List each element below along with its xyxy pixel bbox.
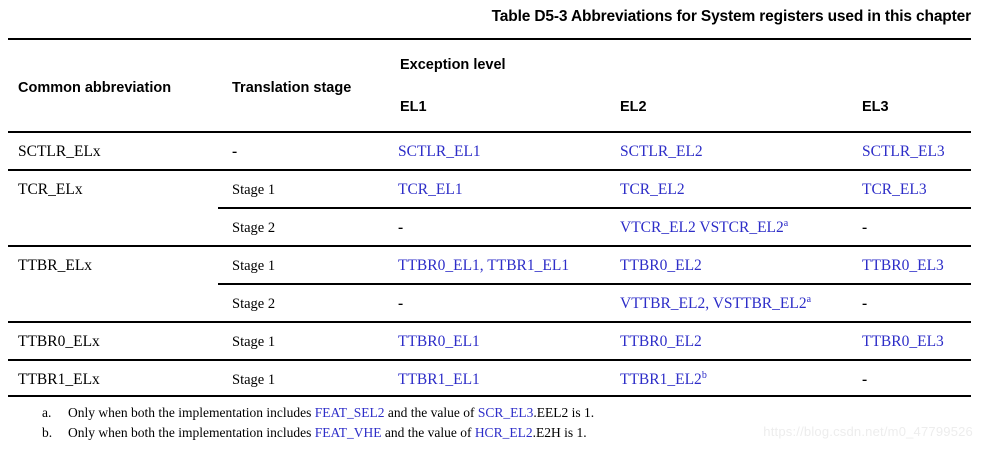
footnote-item: b. Only when both the implementation inc… <box>42 423 942 443</box>
table-row-stage: Stage 1 <box>232 334 276 350</box>
table-row-abbreviation: TTBR0_ELx <box>18 333 100 350</box>
footnote-marker: a. <box>42 405 52 420</box>
table-row-stage: Stage 2 <box>232 296 276 312</box>
footnote-text-part2: and the value of <box>384 405 478 420</box>
header-el2: EL2 <box>620 99 647 115</box>
footnote-marker: b. <box>42 425 53 440</box>
table-row-el1: - <box>398 295 404 312</box>
table-row-el2[interactable]: TTBR1_EL2b <box>620 369 707 388</box>
header-bottom-rule <box>8 131 971 133</box>
el2-value: SCTLR_EL2 <box>620 143 703 160</box>
el2-footnote-marker: a <box>806 293 812 305</box>
footnote-link-feat[interactable]: FEAT_VHE <box>314 425 382 440</box>
el2-value: VTTBR_EL2, VSTTBR_EL2 <box>620 295 807 312</box>
table-row-el1[interactable]: TTBR0_EL1 <box>398 333 480 350</box>
footnote-link-register[interactable]: HCR_EL2 <box>474 425 533 440</box>
header-el1: EL1 <box>400 99 427 115</box>
row-rule-3 <box>8 321 971 323</box>
table-row-stage: Stage 2 <box>232 220 276 236</box>
footnote-text-part1: Only when both the implementation includ… <box>68 405 315 420</box>
table-row-el2[interactable]: TCR_EL2 <box>620 181 685 198</box>
footnote-text-part3: .EEL2 is 1. <box>533 405 595 420</box>
footnote-text-part1: Only when both the implementation includ… <box>68 425 315 440</box>
footnote-text: Only when both the implementation includ… <box>68 403 594 423</box>
footnote-text-part2: and the value of <box>381 425 475 440</box>
table-row-el1[interactable]: TTBR1_EL1 <box>398 371 480 388</box>
footnote-link-feat[interactable]: FEAT_SEL2 <box>314 405 385 420</box>
header-translation-stage: Translation stage <box>232 80 352 96</box>
row-inner-rule-ttbr <box>218 283 971 285</box>
table-row-el2[interactable]: VTCR_EL2 VSTCR_EL2a <box>620 217 789 236</box>
el2-value: TCR_EL2 <box>620 181 685 198</box>
table-row-stage: - <box>232 143 238 160</box>
footnote-text-part3: .E2H is 1. <box>532 425 587 440</box>
table-row-stage: Stage 1 <box>232 258 276 274</box>
watermark: https://blog.csdn.net/m0_47799526 <box>763 424 973 439</box>
footnotes: a. Only when both the implementation inc… <box>42 403 942 443</box>
table-row-el3[interactable]: TTBR0_EL3 <box>862 257 944 274</box>
footnote-text: Only when both the implementation includ… <box>68 423 587 443</box>
table-row-el2[interactable]: VTTBR_EL2, VSTTBR_EL2a <box>620 293 812 312</box>
table-row-el3[interactable]: TTBR0_EL3 <box>862 333 944 350</box>
table-bottom-rule <box>8 395 971 397</box>
table-row-el2[interactable]: TTBR0_EL2 <box>620 333 702 350</box>
el2-value: TTBR0_EL2 <box>620 333 702 350</box>
table-row-el1: - <box>398 219 404 236</box>
el2-footnote-marker: b <box>701 369 707 381</box>
table-row-abbreviation: SCTLR_ELx <box>18 143 101 160</box>
footnote-link-register[interactable]: SCR_EL3 <box>477 405 534 420</box>
table-top-rule <box>8 38 971 40</box>
table-row-stage: Stage 1 <box>232 372 276 388</box>
el2-value: TTBR0_EL2 <box>620 257 702 274</box>
table-row-abbreviation: TCR_ELx <box>18 181 83 198</box>
header-exception-level-group: Exception level <box>400 57 506 73</box>
table-row-el3: - <box>862 219 868 236</box>
table-row-el1[interactable]: SCTLR_EL1 <box>398 143 481 160</box>
table-row-el1[interactable]: TCR_EL1 <box>398 181 463 198</box>
el2-value: VTCR_EL2 VSTCR_EL2 <box>620 219 784 236</box>
el2-value: TTBR1_EL2 <box>620 371 702 388</box>
table-row-el3[interactable]: SCTLR_EL3 <box>862 143 945 160</box>
table-row-el1[interactable]: TTBR0_EL1, TTBR1_EL1 <box>398 257 570 274</box>
el2-footnote-marker: a <box>783 217 789 229</box>
table-row-abbreviation: TTBR_ELx <box>18 257 93 274</box>
table-row-el3: - <box>862 295 868 312</box>
table-caption: Table D5-3 Abbreviations for System regi… <box>491 8 972 25</box>
table-row-abbreviation: TTBR1_ELx <box>18 371 100 388</box>
table-row-el2[interactable]: SCTLR_EL2 <box>620 143 703 160</box>
header-el3: EL3 <box>862 99 889 115</box>
footnote-item: a. Only when both the implementation inc… <box>42 403 942 423</box>
row-rule-4 <box>8 359 971 361</box>
table-row-el3: - <box>862 371 868 388</box>
row-rule-2 <box>8 245 971 247</box>
table-row-el3[interactable]: TCR_EL3 <box>862 181 927 198</box>
table-row-stage: Stage 1 <box>232 182 276 198</box>
row-rule-1 <box>8 169 971 171</box>
table-row-el2[interactable]: TTBR0_EL2 <box>620 257 702 274</box>
header-common-abbreviation: Common abbreviation <box>18 80 172 96</box>
row-inner-rule-tcr <box>218 207 971 209</box>
